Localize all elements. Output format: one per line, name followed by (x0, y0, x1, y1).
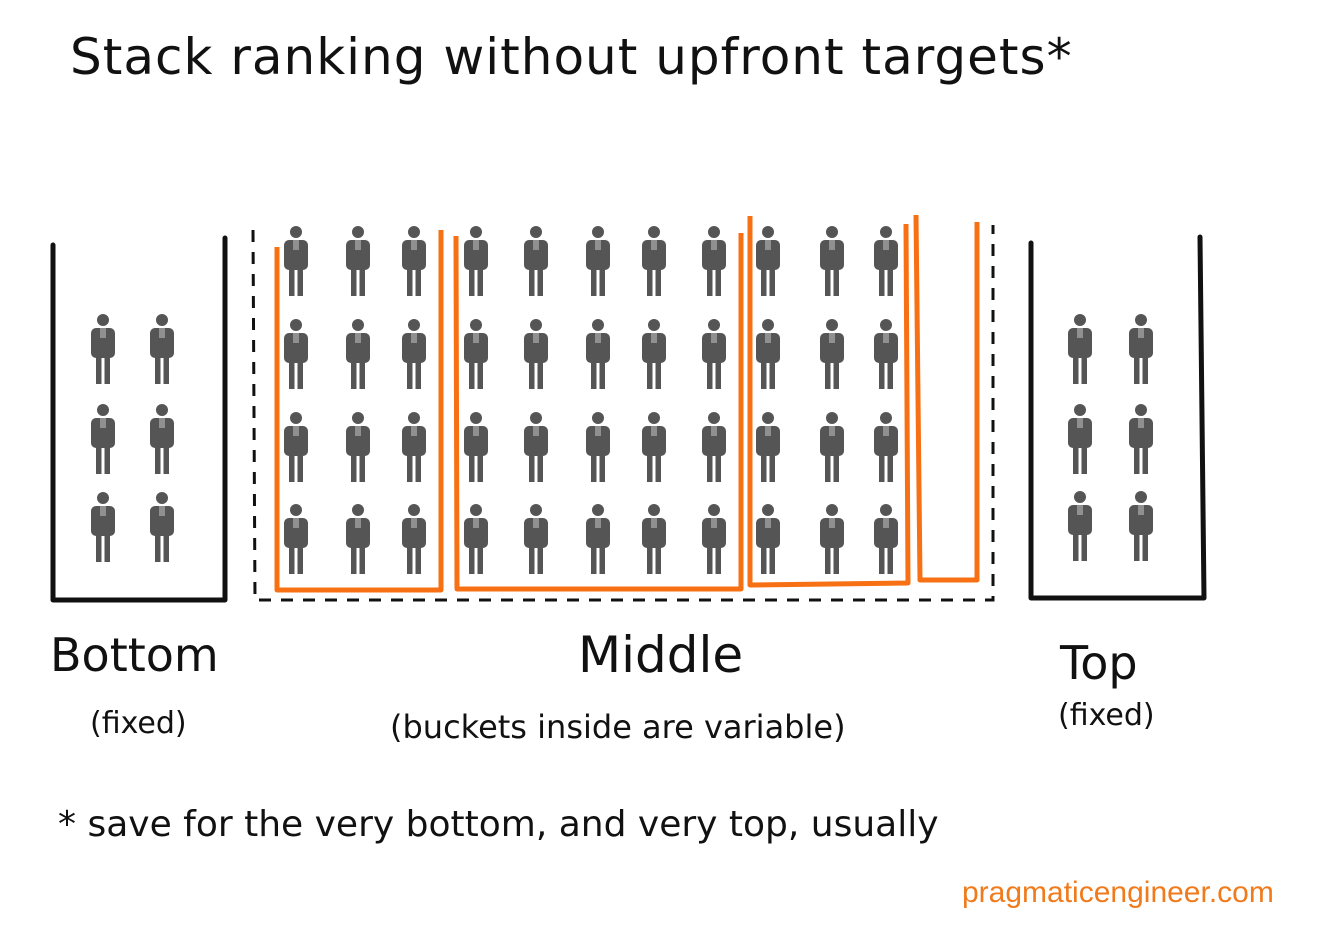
person-icon (874, 319, 898, 389)
person-icon (402, 319, 426, 389)
person-icon (346, 412, 370, 482)
person-icon (524, 504, 548, 574)
person-icon (150, 314, 174, 384)
person-icon (150, 404, 174, 474)
middle-label: Middle (578, 626, 744, 684)
bottom-sublabel: (fixed) (90, 706, 187, 741)
footnote: * save for the very bottom, and very top… (58, 804, 939, 845)
person-icon (820, 319, 844, 389)
person-icon (820, 226, 844, 296)
person-icon (91, 314, 115, 384)
person-icon (1068, 404, 1092, 474)
person-icon (346, 319, 370, 389)
middle-bucket-2 (453, 233, 744, 592)
middle-sublabel: (buckets inside are variable) (390, 708, 846, 746)
person-icon (402, 412, 426, 482)
bottom-label: Bottom (50, 628, 219, 682)
person-icon (402, 226, 426, 296)
person-icon (1068, 491, 1092, 561)
person-icon (284, 504, 308, 574)
person-icon (1129, 314, 1153, 384)
person-icon (586, 226, 610, 296)
person-icon (1129, 404, 1153, 474)
person-icon (524, 319, 548, 389)
person-icon (756, 226, 780, 296)
person-icon (464, 226, 488, 296)
person-icon (642, 226, 666, 296)
person-icon (524, 226, 548, 296)
person-icon (346, 504, 370, 574)
person-icon (91, 404, 115, 474)
person-icon (642, 412, 666, 482)
person-icon (702, 319, 726, 389)
person-icon (642, 504, 666, 574)
middle-bucket-3 (747, 216, 911, 588)
person-icon (346, 226, 370, 296)
middle-container (251, 225, 995, 602)
brand-credit: pragmaticengineer.com (962, 876, 1274, 909)
top-container (1028, 234, 1207, 601)
person-icon (524, 412, 548, 482)
person-icon (150, 492, 174, 562)
person-icon (402, 504, 426, 574)
person-icon (820, 412, 844, 482)
person-icon (464, 319, 488, 389)
person-icon (1129, 491, 1153, 561)
person-icon (874, 226, 898, 296)
person-icon (756, 504, 780, 574)
person-icon (702, 504, 726, 574)
person-icon (464, 504, 488, 574)
person-icon (586, 412, 610, 482)
person-icon (874, 412, 898, 482)
person-icon (702, 412, 726, 482)
person-icon (284, 319, 308, 389)
person-icon (756, 319, 780, 389)
middle-bucket-1 (274, 230, 444, 593)
person-icon (284, 412, 308, 482)
person-icon (874, 504, 898, 574)
person-icon (642, 319, 666, 389)
top-label: Top (1060, 636, 1138, 690)
top-sublabel: (fixed) (1058, 698, 1155, 733)
person-icon (586, 504, 610, 574)
person-icon (284, 226, 308, 296)
person-icon (1068, 314, 1092, 384)
person-icon (91, 492, 115, 562)
person-icon (756, 412, 780, 482)
person-icon (464, 412, 488, 482)
person-icon (702, 226, 726, 296)
person-icon (586, 319, 610, 389)
middle-bucket-4 (913, 214, 980, 583)
page-title: Stack ranking without upfront targets* (70, 28, 1073, 86)
person-icon (820, 504, 844, 574)
bottom-container (50, 235, 228, 603)
